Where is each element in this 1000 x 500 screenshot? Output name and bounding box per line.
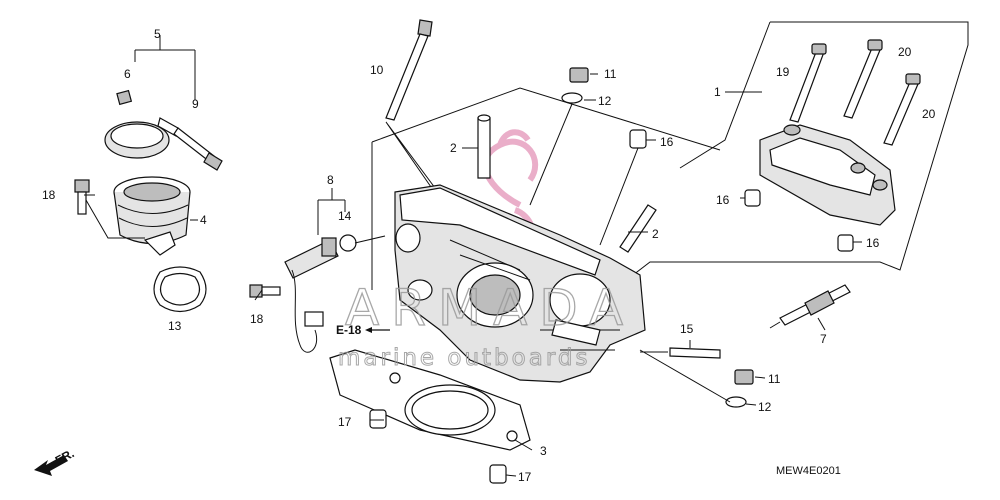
bolt-part-lower (249, 284, 281, 298)
collar-part-upper (629, 129, 647, 149)
callout-20: 20 (898, 45, 912, 59)
callout-9: 9 (192, 97, 199, 111)
callout-11: 11 (768, 372, 781, 386)
reference-label[interactable]: E-18 (336, 323, 362, 337)
callout-17: 17 (518, 470, 532, 484)
callout-12: 12 (758, 400, 772, 414)
leader-5 (134, 35, 196, 100)
leader-11-12 (529, 73, 598, 206)
valve-guide-part-upper (477, 117, 491, 179)
collar-part-right (837, 234, 854, 252)
leader-17b (505, 474, 517, 477)
callout-16: 16 (866, 236, 880, 250)
leader-2 (462, 147, 648, 233)
collar-part-mid (744, 189, 761, 207)
valve-cover-part (759, 124, 896, 226)
stud-bolt-part (669, 347, 721, 359)
bolt-part-20b (883, 81, 919, 146)
leader-7 (817, 317, 826, 331)
long-bolt-part (385, 19, 433, 121)
leader-16bc (740, 197, 862, 243)
o-ring-part (339, 234, 357, 252)
callout-14: 14 (338, 209, 352, 223)
spark-plug-part (769, 284, 851, 329)
clamp-band-part (104, 89, 179, 159)
temperature-sensor-part (284, 237, 339, 353)
callout-13: 13 (168, 319, 182, 333)
dowel-pin-part-lower (489, 464, 507, 484)
reference-link[interactable]: E-18 (336, 323, 390, 337)
intake-boot-part (113, 176, 191, 256)
callout-5: 5 (154, 27, 161, 41)
valve-cover-group-bracket-left (679, 21, 771, 169)
part-code: MEW4E0201 (776, 465, 841, 477)
leader-3 (514, 439, 533, 451)
leader-14 (354, 235, 386, 244)
watermark-brand: ARMADA (345, 279, 635, 337)
callout-19: 19 (776, 65, 790, 79)
callout-6: 6 (124, 67, 131, 81)
leader-15 (640, 340, 691, 353)
callout-3: 3 (540, 444, 547, 458)
cap-nut-part-upper (561, 67, 589, 104)
callout-10: 10 (370, 63, 384, 77)
leader-4 (85, 199, 198, 239)
callout-12: 12 (598, 94, 612, 108)
callout-2: 2 (450, 141, 457, 155)
callout-7: 7 (820, 332, 827, 346)
valve-guide-part-lower (619, 204, 657, 253)
callout-17: 17 (338, 415, 352, 429)
callout-8: 8 (327, 173, 334, 187)
cap-nut-part-lower (725, 369, 754, 408)
dowel-pin-part-upper (369, 409, 387, 429)
head-gasket-part (329, 349, 531, 451)
front-direction-indicator: FR. (34, 446, 76, 476)
bolt-part-20a (843, 47, 881, 119)
callout-2: 2 (652, 227, 659, 241)
callout-16: 16 (660, 135, 674, 149)
leader-8 (317, 188, 346, 235)
callout-15: 15 (680, 322, 694, 336)
callout-4: 4 (200, 213, 207, 227)
leader-misc (84, 194, 384, 421)
callout-1: 1 (714, 85, 721, 99)
bolt-part-upper (74, 179, 90, 215)
callout-18: 18 (42, 188, 56, 202)
bolt-part-19 (789, 51, 825, 123)
screw-part (173, 127, 223, 171)
leader-16a (599, 139, 656, 246)
callout-18: 18 (250, 312, 264, 326)
watermark-tagline: marine outboards (338, 345, 590, 371)
callout-20: 20 (922, 107, 936, 121)
callout-11: 11 (604, 67, 617, 81)
cylinder-head-part (394, 184, 646, 383)
head-group-bracket (371, 87, 721, 290)
callout-16: 16 (716, 193, 730, 207)
leader-11-12-lower (639, 349, 766, 406)
